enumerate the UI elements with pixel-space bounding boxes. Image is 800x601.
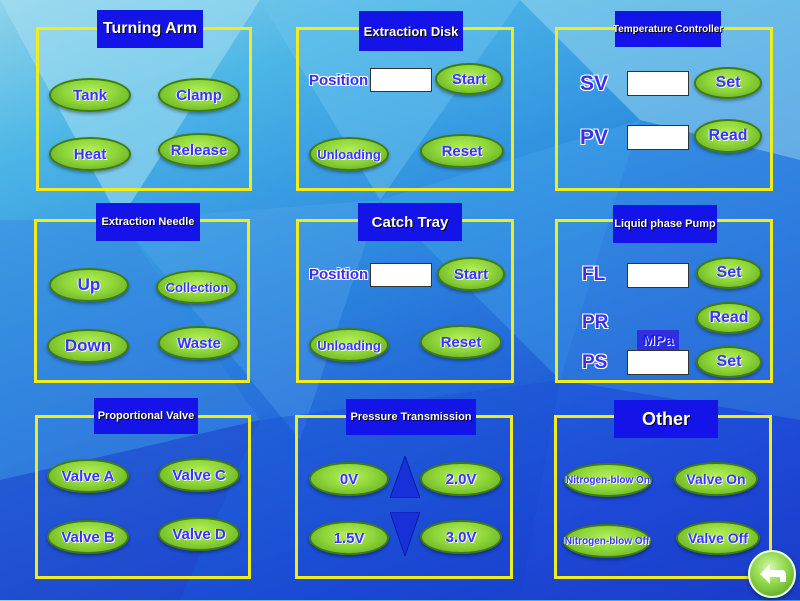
valve-off-button[interactable]: Valve Off (676, 521, 760, 555)
nitrogen-blow-off-button[interactable]: Nitrogen-blow Off (563, 524, 651, 558)
turning-arm-title: Turning Arm (97, 10, 203, 48)
fl-set-button[interactable]: Set (696, 257, 762, 289)
pump-read-button[interactable]: Read (696, 302, 762, 334)
pv-input[interactable] (627, 125, 689, 150)
proportional-valve-title: Proportional Valve (94, 398, 198, 434)
2-0v-button[interactable]: 2.0V (420, 462, 502, 496)
needle-waste-button[interactable]: Waste (158, 326, 240, 360)
ps-input[interactable] (627, 350, 689, 375)
3-0v-button[interactable]: 3.0V (420, 520, 502, 554)
release-button[interactable]: Release (158, 133, 240, 167)
nitrogen-blow-on-button[interactable]: Nitrogen-blow On (564, 463, 652, 497)
temperature-controller-panel (555, 27, 773, 191)
catch-tray-unloading-button[interactable]: Unloading (309, 328, 389, 362)
catch-tray-start-button[interactable]: Start (437, 257, 505, 291)
tank-button[interactable]: Tank (49, 78, 131, 112)
needle-down-button[interactable]: Down (47, 329, 129, 363)
catch-tray-position-label: Position (309, 266, 369, 283)
ps-label: PS (582, 352, 608, 373)
valve-a-button[interactable]: Valve A (47, 459, 129, 493)
mpa-unit-label: MPa (637, 330, 679, 350)
extraction-disk-reset-button[interactable]: Reset (420, 134, 504, 168)
extraction-disk-position-label: Position (309, 72, 369, 89)
liquid-phase-pump-title: Liquid phase Pump (613, 205, 717, 243)
catch-tray-title: Catch Tray (358, 203, 462, 241)
catch-tray-position-input[interactable] (370, 263, 432, 287)
pv-label: PV (580, 126, 609, 149)
up-triangle-icon[interactable] (390, 456, 420, 498)
extraction-disk-start-button[interactable]: Start (435, 63, 503, 95)
fl-label: FL (582, 264, 606, 285)
needle-up-button[interactable]: Up (49, 268, 129, 302)
ps-set-button[interactable]: Set (696, 346, 762, 378)
sv-label: SV (580, 72, 609, 95)
other-title: Other (614, 400, 718, 438)
proportional-valve-panel (35, 415, 251, 579)
needle-collection-button[interactable]: Collection (156, 270, 238, 304)
catch-tray-reset-button[interactable]: Reset (420, 325, 502, 359)
valve-d-button[interactable]: Valve D (158, 517, 240, 551)
0v-button[interactable]: 0V (309, 462, 389, 496)
temperature-read-button[interactable]: Read (694, 119, 762, 153)
extraction-disk-unloading-button[interactable]: Unloading (309, 137, 389, 171)
temperature-controller-title: Temperature Controller (613, 11, 723, 47)
down-triangle-icon[interactable] (390, 512, 420, 556)
heat-button[interactable]: Heat (49, 137, 131, 171)
sv-input[interactable] (627, 71, 689, 96)
pr-label: PR (582, 312, 609, 333)
valve-c-button[interactable]: Valve C (158, 458, 240, 492)
1-5v-button[interactable]: 1.5V (309, 521, 389, 555)
extraction-disk-title: Extraction Disk (359, 11, 463, 51)
extraction-disk-position-input[interactable] (370, 68, 432, 92)
fl-input[interactable] (627, 263, 689, 288)
back-button[interactable] (748, 550, 796, 598)
extraction-needle-title: Extraction Needle (96, 203, 200, 241)
valve-b-button[interactable]: Valve B (47, 520, 129, 554)
back-arrow-icon (760, 564, 786, 584)
pressure-transmission-title: Pressure Transmission (346, 399, 476, 435)
clamp-button[interactable]: Clamp (158, 78, 240, 112)
valve-on-button[interactable]: Valve On (674, 462, 758, 496)
temperature-set-button[interactable]: Set (694, 67, 762, 99)
